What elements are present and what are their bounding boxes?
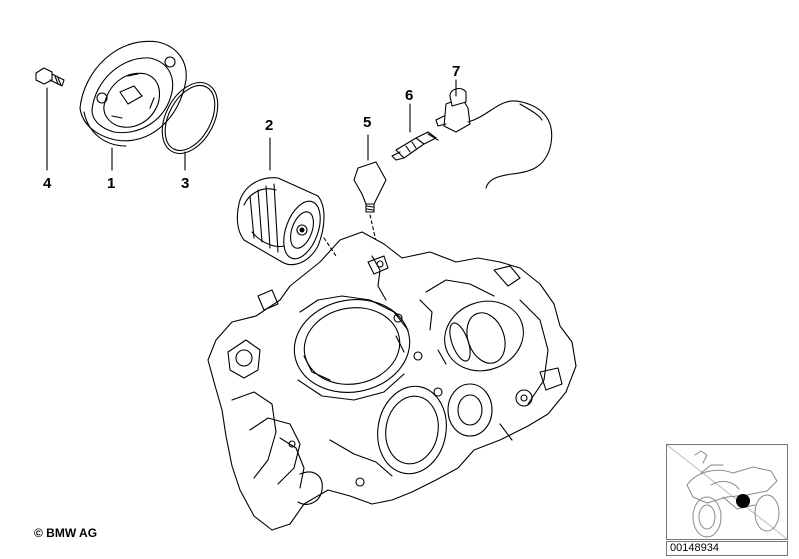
callout-5[interactable]: 5 [363,114,372,131]
engine-crankcase [207,231,577,531]
vehicle-thumbnail[interactable] [666,444,788,540]
part-o-ring[interactable] [151,73,229,163]
diagram-id: 00148934 [666,541,788,556]
part-switch[interactable] [435,87,553,189]
part-oil-filter-cover[interactable] [79,40,187,147]
callout-7[interactable]: 7 [452,63,461,80]
motorcycle-icon [666,444,788,540]
location-dot-icon [736,494,750,508]
part-cap[interactable] [353,161,387,213]
copyright-notice: © BMW AG [34,526,98,540]
callout-6[interactable]: 6 [405,87,414,104]
callout-3[interactable]: 3 [181,175,190,192]
assembly-path-2 [323,237,337,257]
part-oil-filter[interactable] [236,177,327,266]
callout-2[interactable]: 2 [265,117,274,134]
callout-1[interactable]: 1 [107,175,116,192]
part-bolt[interactable] [35,67,65,87]
callout-4[interactable]: 4 [43,175,52,192]
part-sensor[interactable] [391,131,439,161]
